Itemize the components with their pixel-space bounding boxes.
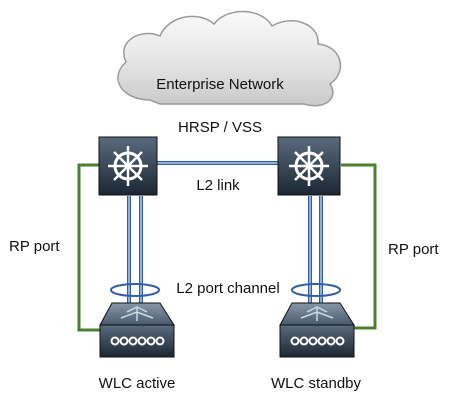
wlc-active-icon <box>99 302 175 358</box>
port-channel-links-right <box>308 196 323 306</box>
l2-link-label: L2 link <box>196 177 240 194</box>
port-channel-links-left <box>127 196 143 306</box>
port-channel-ring-right <box>291 283 341 297</box>
redundancy-label: HRSP / VSS <box>178 119 262 136</box>
port-channel-label: L2 port channel <box>176 280 279 297</box>
rp-port-link-right <box>341 163 377 330</box>
switch-left-icon <box>98 136 158 196</box>
rp-port-link-left <box>77 163 101 332</box>
wlc-active-label: WLC active <box>99 375 176 392</box>
cloud-icon <box>117 10 342 107</box>
wlc-standby-icon <box>279 302 355 358</box>
rp-port-label-left: RP port <box>9 238 60 255</box>
rp-port-label-right: RP port <box>388 241 439 258</box>
port-channel-ring-left <box>110 283 160 297</box>
wlc-standby-label: WLC standby <box>271 375 362 392</box>
cloud-label: Enterprise Network <box>156 76 284 93</box>
switch-right-icon <box>277 136 341 196</box>
